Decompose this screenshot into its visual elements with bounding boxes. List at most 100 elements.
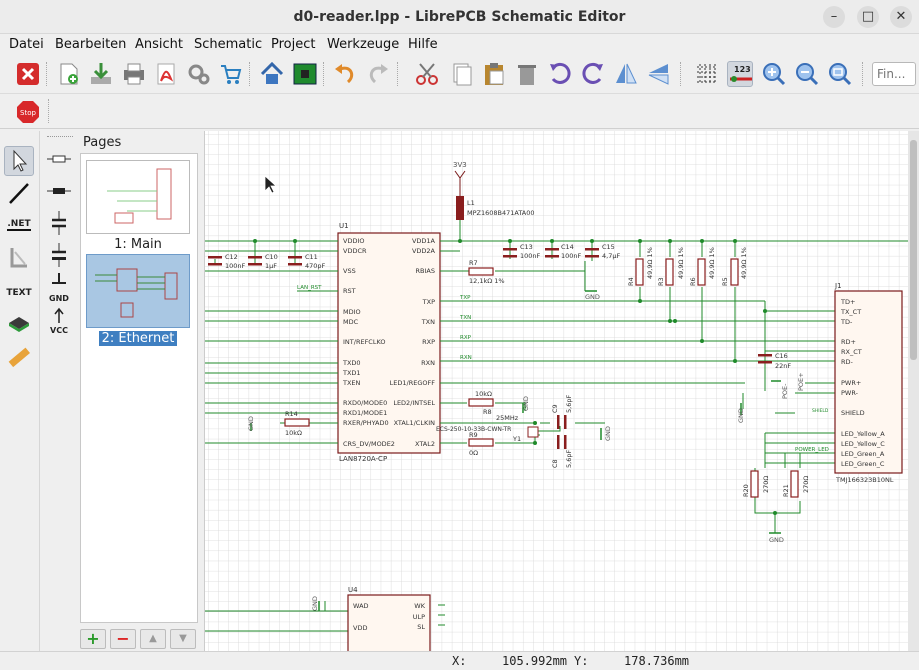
menu-werkzeuge[interactable]: Werkzeuge — [327, 37, 400, 52]
svg-text:RX_CT: RX_CT — [841, 348, 862, 356]
scrollbar-thumb[interactable] — [910, 140, 917, 360]
schematic-canvas[interactable]: U1 LAN8720A-CP VDDIO VDDCR VSS RST MDIO … — [204, 131, 919, 656]
print-button[interactable] — [121, 61, 147, 87]
measure-tool[interactable] — [4, 343, 34, 373]
delete-button[interactable] — [514, 61, 540, 87]
svg-text:TXD1: TXD1 — [342, 369, 361, 377]
home-icon — [260, 61, 284, 84]
board-editor-button[interactable] — [292, 61, 318, 87]
page-item-main[interactable]: 1: Main — [86, 160, 190, 252]
svg-text:R14: R14 — [285, 410, 298, 418]
select-tool[interactable] — [4, 146, 34, 176]
j1-rj45-magjack[interactable]: J1 TMJ166323B10NL TD+ TX_CT TD- RD+ RX_C… — [834, 282, 903, 484]
zoom-fit-button[interactable] — [827, 61, 853, 87]
cart-icon — [221, 65, 242, 84]
y-label: Y: — [574, 654, 589, 668]
add-page-button[interactable]: + — [80, 629, 106, 649]
page-label: 2: Ethernet — [98, 331, 178, 346]
menu-hilfe[interactable]: Hilfe — [408, 37, 438, 52]
svg-text:1µF: 1µF — [265, 262, 277, 270]
new-page-button[interactable] — [56, 61, 82, 87]
add-inductor-tool[interactable] — [44, 177, 74, 207]
draw-polygon-tool[interactable] — [4, 244, 34, 274]
redo-button[interactable] — [365, 61, 391, 87]
cut-button[interactable] — [414, 61, 440, 87]
l1-ferrite-bead[interactable]: 3V3 L1 MPZ1608B471ATA00 — [453, 161, 535, 220]
zoom-out-button[interactable] — [794, 61, 820, 87]
svg-text:100nF: 100nF — [520, 252, 541, 260]
zoom-in-button[interactable] — [761, 61, 787, 87]
svg-text:22nF: 22nF — [775, 362, 791, 370]
maximize-button[interactable]: □ — [857, 6, 879, 28]
draw-wire-tool[interactable] — [4, 179, 34, 209]
symbol-palette: GND VCC — [42, 131, 78, 351]
svg-text:R8: R8 — [483, 408, 492, 416]
menu-bearbeiten[interactable]: Bearbeiten — [55, 37, 127, 52]
mirror-horizontal-button[interactable] — [613, 61, 639, 87]
remove-page-button[interactable]: − — [110, 629, 136, 649]
control-panel-button[interactable] — [259, 61, 285, 87]
menu-schematic[interactable]: Schematic — [194, 37, 263, 52]
x-label: X: — [452, 654, 467, 668]
svg-text:J1: J1 — [834, 282, 842, 290]
rotate-ccw-button[interactable] — [547, 61, 573, 87]
schematic-drawing[interactable]: U1 LAN8720A-CP VDDIO VDDCR VSS RST MDIO … — [205, 131, 919, 656]
grid-button[interactable] — [694, 61, 720, 87]
page-item-ethernet[interactable]: 2: Ethernet — [86, 254, 190, 346]
vertical-scrollbar[interactable] — [908, 131, 919, 651]
undo-button[interactable] — [332, 61, 358, 87]
u1-lan8720a[interactable]: U1 LAN8720A-CP VDDIO VDDCR VSS RST MDIO … — [337, 222, 441, 463]
close-window-button[interactable]: ✕ — [890, 6, 912, 28]
add-capacitor-tool[interactable] — [44, 209, 74, 239]
menu-project[interactable]: Project — [271, 37, 316, 52]
y1-crystal[interactable]: 25MHz ECS-250-10-33B-CWN-TR Y1 — [436, 414, 539, 443]
u4-component[interactable]: U4 WAD VDD WK ULP SL — [347, 586, 431, 656]
add-polarized-capacitor-tool[interactable] — [44, 241, 74, 271]
svg-text:LAN_RST: LAN_RST — [297, 285, 322, 291]
shop-button[interactable] — [218, 61, 244, 87]
find-input[interactable] — [872, 62, 916, 86]
move-page-up-button[interactable]: ▲ — [140, 629, 166, 649]
svg-text:LED_Green_C: LED_Green_C — [841, 460, 885, 468]
export-pdf-button[interactable] — [153, 61, 179, 87]
svg-text:RXN: RXN — [421, 359, 435, 367]
close-project-button[interactable] — [15, 61, 41, 87]
save-button[interactable] — [88, 61, 114, 87]
gnd-tool-label: GND — [49, 294, 69, 303]
svg-text:10kΩ: 10kΩ — [475, 390, 492, 398]
add-net-label-tool[interactable]: .NET — [4, 213, 34, 243]
svg-text:INT/REFCLKO: INT/REFCLKO — [343, 338, 386, 346]
mirror-v-icon — [648, 64, 669, 85]
menu-ansicht[interactable]: Ansicht — [135, 37, 184, 52]
svg-text:4,7µF: 4,7µF — [602, 252, 620, 260]
add-text-tool[interactable]: TEXT — [4, 279, 34, 309]
ground-symbol-icon — [52, 273, 66, 284]
abort-command-button[interactable]: Stop — [15, 99, 41, 125]
copy-button[interactable] — [448, 61, 474, 87]
add-component-tool[interactable] — [4, 309, 34, 339]
svg-text:470pF: 470pF — [305, 262, 326, 270]
show-pin-numbers-button[interactable]: 123 — [727, 61, 753, 87]
svg-text:XTAL1/CLKIN: XTAL1/CLKIN — [394, 419, 436, 427]
svg-text:TMJ166323B10NL: TMJ166323B10NL — [835, 476, 894, 484]
menu-datei[interactable]: Datei — [9, 37, 44, 52]
minimize-button[interactable]: – — [823, 6, 845, 28]
order-pcb-button[interactable] — [186, 61, 212, 87]
rotate-cw-button[interactable] — [580, 61, 606, 87]
inductor-symbol-icon — [47, 188, 71, 194]
svg-text:VDD1A: VDD1A — [412, 237, 436, 245]
mirror-vertical-button[interactable] — [646, 61, 672, 87]
svg-text:MPZ1608B471ATA00: MPZ1608B471ATA00 — [467, 209, 535, 217]
svg-text:C16: C16 — [775, 352, 788, 360]
move-page-down-button[interactable]: ▼ — [170, 629, 196, 649]
paste-button[interactable] — [481, 61, 507, 87]
gears-icon — [188, 64, 210, 85]
download-save-icon — [91, 63, 111, 84]
svg-text:12,1kΩ 1%: 12,1kΩ 1% — [469, 277, 505, 285]
add-gnd-tool[interactable]: GND — [44, 273, 74, 303]
add-resistor-tool[interactable] — [44, 145, 74, 175]
rotate-right-icon — [582, 62, 603, 84]
mirror-h-icon — [616, 63, 637, 84]
svg-text:R6: R6 — [689, 277, 697, 286]
add-vcc-tool[interactable]: VCC — [44, 307, 74, 337]
